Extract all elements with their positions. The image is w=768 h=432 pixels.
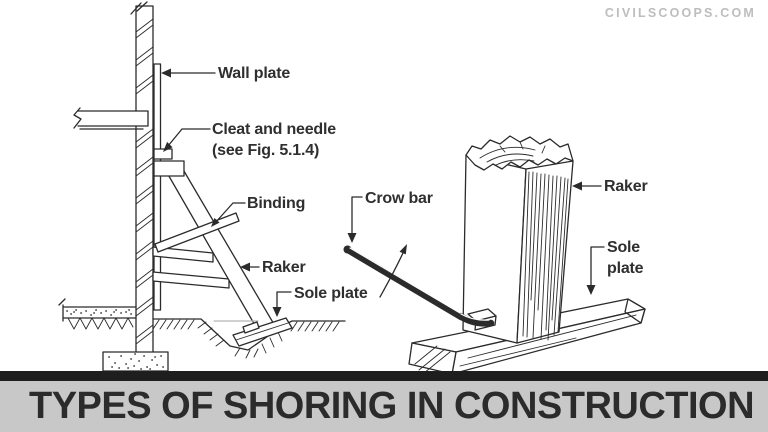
wall-footing: [102, 351, 169, 372]
cleat-needle-leader: [167, 128, 211, 147]
sole-plate-left: [232, 317, 293, 347]
binding-arrowhead: [211, 218, 220, 227]
floor-slab-stipple: [66, 309, 133, 316]
raker-right-arrowhead: [572, 181, 582, 191]
sole-plate-left-leader: [276, 291, 292, 311]
cleat-needle-label-line1: Cleat and needle: [212, 121, 336, 138]
post-growth-rings: [479, 141, 546, 166]
crowbar-highlight: [349, 247, 490, 321]
motion-arrowhead: [399, 244, 407, 255]
crow-bar-arrowhead: [347, 233, 357, 243]
crowbar-shaft: [344, 246, 465, 321]
cleat: [153, 148, 173, 160]
sole-plate-right-label-line1: Sole: [607, 239, 640, 256]
sole-plate-end-hatch: [414, 345, 451, 374]
sole-plate-soil-hatch: [234, 347, 259, 359]
binding-leader: [214, 202, 246, 224]
sole-plate-left-arrowhead: [272, 307, 282, 317]
ground-surface-and-pit: [152, 318, 346, 351]
wall-footing-stipple: [108, 353, 165, 370]
wall-top-break-mark: [130, 1, 148, 15]
raker-left-arrowhead: [240, 262, 250, 272]
cleat-needle-label: Cleat and needle (see Fig. 5.1.4): [212, 119, 336, 161]
raker-right-label: Raker: [604, 178, 648, 195]
ground-hatch-right: [290, 321, 340, 332]
wall-plate: [153, 63, 162, 311]
banner-top-bar: [0, 371, 768, 381]
crowbar-tip: [343, 245, 352, 254]
title-banner: TYPES OF SHORING IN CONSTRUCTION: [0, 381, 768, 432]
sole-plate-right-end-right: [624, 298, 646, 324]
raking-shore-diagram: [58, 1, 346, 372]
ground-hatch-left: [152, 319, 195, 330]
crow-bar-label: Crow bar: [365, 190, 433, 207]
wall-plate-arrowhead: [161, 68, 171, 78]
left-diagram-leaders: [161, 68, 292, 317]
crowbar-adjustment-diagram: [343, 135, 646, 375]
wall-plate-label: Wall plate: [218, 65, 291, 82]
sole-plate-right-label-line2: plate: [607, 260, 644, 277]
sole-plate-right-arrowhead: [586, 285, 596, 295]
sole-plate-right-grain: [459, 314, 637, 367]
raker-left-label: Raker: [262, 259, 306, 276]
wall-hatching: [135, 18, 154, 345]
wall-outline: [135, 5, 154, 353]
floor-slab-outline: [58, 298, 137, 322]
needle: [153, 160, 185, 177]
motion-arrow-line: [379, 252, 404, 298]
floor-slab-zigzag-hatch: [67, 317, 134, 330]
sole-plate-right-label: Sole plate: [607, 237, 644, 279]
cleat-needle-label-line2: (see Fig. 5.1.4): [212, 142, 320, 159]
brace-lower: [152, 271, 230, 289]
brace-upper: [152, 246, 214, 263]
post-grain-lines: [522, 171, 569, 341]
page-title: TYPES OF SHORING IN CONSTRUCTION: [29, 385, 755, 427]
sole-plate-right-leader: [590, 246, 605, 289]
pit-slope-hatch: [197, 321, 283, 354]
crow-bar-leader: [351, 196, 363, 237]
sole-plate-left-label: Sole plate: [294, 285, 368, 302]
cleat-needle-arrowhead: [163, 141, 173, 152]
floor-beam: [77, 110, 149, 130]
right-diagram-leaders: [347, 181, 605, 295]
binding-label: Binding: [247, 195, 306, 212]
sole-plate-left-thickness: [235, 322, 289, 341]
crowbar-hook: [456, 312, 495, 327]
site-watermark: CIVILSCOOPS.COM: [604, 6, 756, 20]
floor-beam-break-mark: [73, 107, 82, 129]
sole-plate-cleat-block: [242, 321, 260, 334]
post-top-face: [465, 135, 574, 171]
